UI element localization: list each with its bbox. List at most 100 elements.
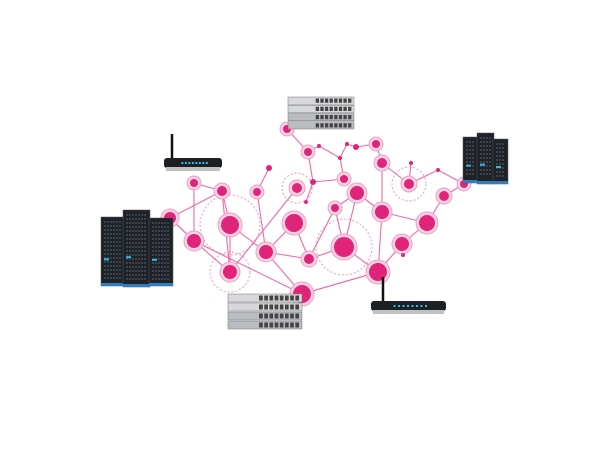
router-led <box>402 305 405 307</box>
router-led <box>191 162 194 164</box>
switch-port <box>274 295 279 301</box>
switch-port <box>324 106 329 111</box>
server-led <box>480 163 485 166</box>
switch-port <box>279 313 284 319</box>
network-node <box>401 253 405 257</box>
network-node <box>375 205 389 219</box>
switch-port <box>264 304 268 310</box>
server-base <box>493 181 508 184</box>
server-base <box>101 283 124 286</box>
link-line <box>301 271 379 295</box>
router-base <box>373 310 444 314</box>
switch-port <box>320 98 324 103</box>
network-node <box>187 234 201 248</box>
switch-port <box>290 304 294 310</box>
network-node <box>345 142 349 146</box>
switch-port <box>259 304 263 310</box>
router-led <box>407 305 409 307</box>
top-switch <box>287 96 355 130</box>
link-line <box>308 207 336 260</box>
network-node <box>338 156 342 160</box>
switch-port <box>338 106 343 111</box>
bottom-switch <box>227 293 303 330</box>
network-node <box>334 237 354 257</box>
switch-port <box>290 295 294 301</box>
network-node <box>217 186 227 196</box>
switch-port <box>320 123 324 128</box>
network-node <box>439 191 449 201</box>
router-led <box>393 305 396 307</box>
router-led <box>188 162 191 164</box>
links <box>169 128 465 295</box>
switch-port <box>264 295 268 301</box>
server-base <box>477 181 494 184</box>
switch-port <box>284 304 289 310</box>
switch-port <box>259 322 263 328</box>
right-servers <box>462 132 509 185</box>
switch-port <box>264 313 268 319</box>
server-led <box>126 256 131 259</box>
dashed-ring <box>281 172 313 204</box>
network-node <box>304 254 314 264</box>
network-node <box>436 168 440 172</box>
server-led <box>466 164 471 167</box>
network-node <box>266 165 272 171</box>
link-line <box>169 190 223 219</box>
switch-port <box>269 304 274 310</box>
switch-port <box>329 123 333 128</box>
switch-port <box>348 123 352 128</box>
switch-port <box>320 115 324 120</box>
switch-port <box>343 123 347 128</box>
switch-port <box>259 313 263 319</box>
switch-port <box>274 322 279 328</box>
router-led <box>195 162 198 164</box>
switch-port <box>343 115 347 120</box>
switch-port <box>279 322 284 328</box>
switch-port <box>269 313 274 319</box>
server-tower <box>100 216 125 287</box>
network-node <box>259 245 273 259</box>
router-led <box>184 162 187 164</box>
switch-port <box>334 98 338 103</box>
network-node <box>353 144 359 150</box>
server-base <box>123 284 150 287</box>
network-node <box>221 216 239 234</box>
switch-port <box>269 295 274 301</box>
dashed-ring <box>199 194 261 256</box>
server-base <box>149 283 173 286</box>
network-node <box>285 214 303 232</box>
switch-port <box>269 322 274 328</box>
switch-port <box>329 106 333 111</box>
switch-port <box>284 313 289 319</box>
switch-port <box>284 322 289 328</box>
switch-port <box>334 123 338 128</box>
network-node <box>317 144 321 148</box>
link-line <box>193 240 303 295</box>
network-node <box>340 175 348 183</box>
network-node <box>223 265 237 279</box>
dashed-ring <box>209 251 251 293</box>
dashed-ring <box>315 218 373 276</box>
network-node <box>369 263 387 281</box>
left-servers <box>100 209 174 288</box>
router-base <box>166 167 220 171</box>
link-line <box>339 143 348 159</box>
network-node <box>409 161 413 165</box>
server-led <box>104 258 109 261</box>
server-tower <box>492 138 509 185</box>
router-led <box>425 305 427 307</box>
server-led <box>496 166 501 168</box>
switch-port <box>295 295 300 301</box>
switch-port <box>324 123 329 128</box>
network-node <box>253 188 261 196</box>
switch-port <box>320 106 324 111</box>
switch-port <box>334 106 338 111</box>
router-led <box>198 162 201 164</box>
server-tower <box>148 217 174 287</box>
switch-port <box>290 313 294 319</box>
top-left-router <box>164 134 222 171</box>
switch-port <box>315 123 320 128</box>
switch-port <box>343 106 347 111</box>
